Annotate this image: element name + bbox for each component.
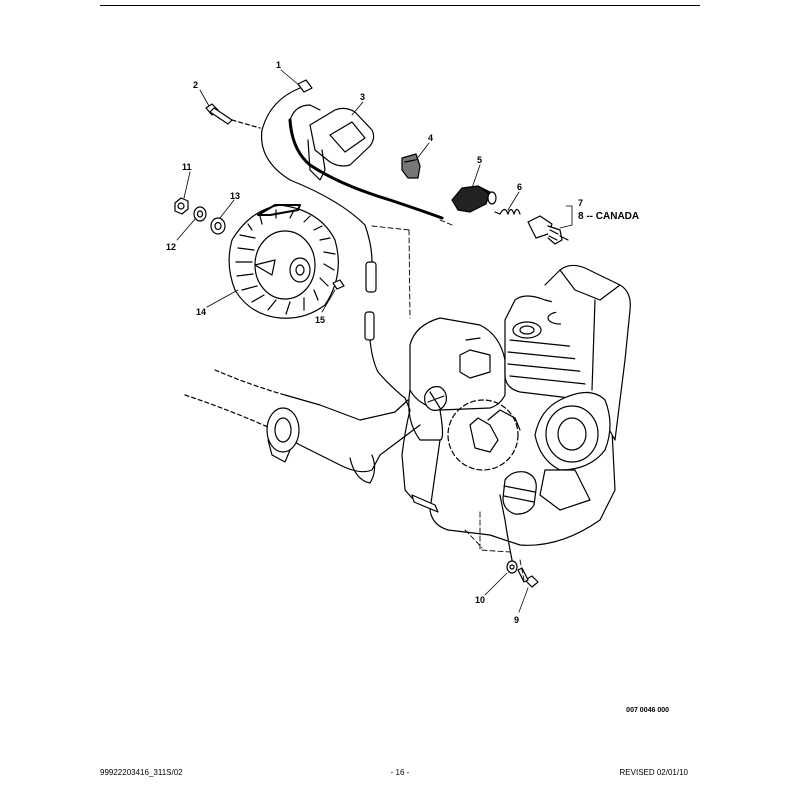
ignition-module <box>288 104 444 220</box>
ring-terminal-10 <box>499 494 518 574</box>
boom-tube <box>184 369 421 484</box>
callout-1: 1 <box>276 60 281 70</box>
key-15 <box>332 279 345 290</box>
nut-11 <box>174 197 189 215</box>
footer-document-number: 99922203416_311S/02 <box>100 768 183 777</box>
flywheel-14 <box>228 204 339 319</box>
callout-3: 3 <box>360 92 365 102</box>
callout-9: 9 <box>514 615 519 625</box>
callout-4: 4 <box>428 133 433 143</box>
screw-2 <box>205 103 261 129</box>
leader-lines <box>176 69 573 613</box>
callout-12: 12 <box>166 242 176 252</box>
callout-6: 6 <box>517 182 522 192</box>
header-rule <box>100 5 700 6</box>
callout-15: 15 <box>315 315 325 325</box>
spring-6 <box>494 208 521 215</box>
callout-2: 2 <box>193 80 198 90</box>
engine-assembly <box>408 264 631 546</box>
grommet-4 <box>401 153 421 179</box>
callout-7: 7 <box>578 198 583 208</box>
callout-11: 11 <box>182 162 192 172</box>
callout-labels: 1 2 3 4 5 6 7 8 -- CANADA 9 10 11 12 13 … <box>166 60 639 625</box>
ignition-wire <box>260 79 439 513</box>
callout-8-canada: 8 -- CANADA <box>578 211 639 222</box>
assembly-lines <box>371 219 525 581</box>
washer-12 <box>193 206 207 222</box>
washer-13 <box>210 217 226 235</box>
screw-9 <box>517 567 539 588</box>
callout-10: 10 <box>475 595 485 605</box>
drawing-id: 007 0046 000 <box>626 707 669 714</box>
callout-13: 13 <box>230 191 240 201</box>
footer-page-number: - 16 - <box>390 768 410 777</box>
spark-plug-7 <box>527 215 569 245</box>
callout-14: 14 <box>196 307 206 317</box>
callout-5: 5 <box>477 155 482 165</box>
spark-plug-boot-5 <box>451 185 497 213</box>
footer-revision-date: REVISED 02/01/10 <box>619 768 688 777</box>
